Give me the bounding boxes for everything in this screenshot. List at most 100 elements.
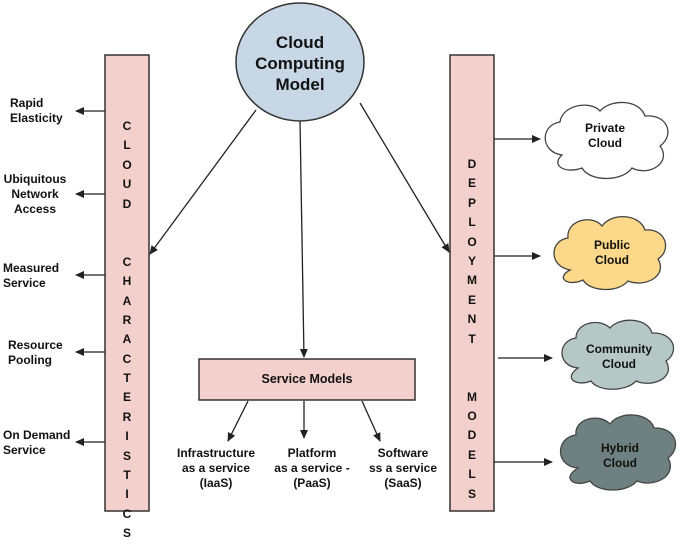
- characteristic-line: Resource: [8, 338, 63, 352]
- arrow-service-to-saas: [361, 400, 381, 442]
- deployment-line: Cloud: [603, 456, 637, 470]
- vertical-letter: E: [122, 390, 131, 405]
- service-model-iaas: Infrastructure as a service (IaaS): [168, 446, 264, 491]
- characteristic-line: Service: [3, 276, 46, 290]
- characteristic-on-demand-service: On Demand Service: [3, 428, 70, 458]
- vertical-letter: O: [467, 234, 477, 249]
- characteristic-ubiquitous-network-access: Ubiquitous Network Access: [0, 172, 70, 217]
- center-title: Cloud Computing Model: [240, 32, 360, 95]
- vertical-letter: P: [467, 195, 476, 210]
- vertical-letter: T: [123, 371, 131, 386]
- vertical-letter: O: [467, 409, 477, 424]
- center-title-line: Cloud: [275, 33, 325, 52]
- vertical-letter: I: [125, 429, 129, 444]
- vertical-letter: D: [122, 196, 132, 211]
- vertical-letter: C: [122, 351, 132, 366]
- characteristic-line: Network: [11, 187, 59, 201]
- vertical-letter: D: [467, 157, 477, 171]
- vertical-letter: [462, 368, 482, 387]
- vertical-letter: E: [467, 176, 476, 191]
- vertical-letter: R: [122, 409, 132, 424]
- vertical-letter: O: [122, 157, 132, 172]
- community-cloud-shape: [561, 319, 675, 390]
- hybrid-cloud-shape: [560, 414, 677, 491]
- arrow-center-to-service-models: [299, 119, 308, 358]
- vertical-letter: E: [467, 447, 476, 462]
- deployment-line: Public: [593, 238, 630, 252]
- service-model-line: as a service -: [274, 461, 350, 475]
- deployment-hybrid-cloud-label: Hybrid Cloud: [575, 441, 665, 471]
- vertical-letter: D: [467, 428, 477, 443]
- deployment-line: Cloud: [588, 136, 622, 150]
- characteristic-line: Ubiquitous: [3, 172, 67, 186]
- vertical-letter: [117, 214, 137, 233]
- arrow-center-to-characteristics: [149, 109, 257, 255]
- service-models-title: Service Models: [261, 372, 353, 386]
- deployment-public-cloud-label: Public Cloud: [572, 238, 652, 268]
- diagram-graphics: [75, 2, 677, 512]
- deployment-community-cloud-label: Community Cloud: [574, 342, 664, 372]
- characteristic-rapid-elasticity: Rapid Elasticity: [10, 96, 63, 126]
- cloud-characteristics-bar: [104, 54, 150, 512]
- vertical-letter: L: [123, 138, 131, 153]
- characteristic-line: Measured: [3, 261, 60, 275]
- service-models-box: [198, 358, 416, 401]
- vertical-letter: S: [122, 526, 131, 541]
- characteristic-line: Rapid: [10, 96, 44, 110]
- characteristic-line: Access: [13, 202, 57, 216]
- characteristic-line: Pooling: [8, 353, 52, 367]
- vertical-letter: T: [468, 331, 476, 346]
- deployment-line: Private: [584, 121, 626, 135]
- public-cloud-shape: [553, 216, 667, 291]
- vertical-letter: N: [467, 312, 477, 327]
- vertical-letter: M: [467, 389, 477, 404]
- service-model-line: as a service: [181, 461, 251, 475]
- deployment-private-cloud-label: Private Cloud: [565, 121, 645, 151]
- vertical-letter: M: [467, 273, 477, 288]
- cloud-computing-model-circle: [235, 2, 365, 122]
- deployment-line: Cloud: [602, 357, 636, 371]
- vertical-letter: I: [125, 487, 129, 502]
- vertical-letter: C: [122, 119, 132, 133]
- private-cloud-shape: [544, 101, 669, 180]
- center-title-line: Model: [275, 75, 325, 94]
- characteristic-measured-service: Measured Service: [3, 261, 59, 291]
- characteristic-line: Service: [3, 443, 46, 457]
- vertical-letter: L: [468, 467, 476, 482]
- service-model-line: (SaaS): [384, 476, 422, 490]
- vertical-letter: Y: [467, 253, 476, 268]
- service-model-saas: Software ss a service (SaaS): [358, 446, 448, 491]
- vertical-letter: S: [122, 448, 131, 463]
- vertical-letter: L: [468, 215, 476, 230]
- arrow-center-to-deployment: [359, 102, 450, 253]
- service-model-line: ss a service: [368, 461, 438, 475]
- vertical-letter: [462, 349, 482, 368]
- vertical-letter: T: [123, 468, 131, 483]
- characteristic-line: Elasticity: [10, 111, 63, 125]
- vertical-letter: C: [122, 254, 132, 269]
- deployment-models-bar: [449, 54, 495, 512]
- vertical-letter: A: [122, 332, 132, 347]
- characteristic-resource-pooling: Resource Pooling: [8, 338, 63, 368]
- service-model-line: Platform: [287, 446, 337, 460]
- center-title-line: Computing: [255, 54, 345, 73]
- vertical-letter: A: [122, 293, 132, 308]
- service-model-line: Software: [377, 446, 429, 460]
- vertical-letter: [117, 233, 137, 252]
- deployment-line: Cloud: [595, 253, 629, 267]
- vertical-letter: E: [467, 292, 476, 307]
- service-model-paas: Platform as a service - (PaaS): [264, 446, 360, 491]
- deployment-line: Hybrid: [600, 441, 639, 455]
- vertical-letter: S: [467, 486, 476, 501]
- vertical-letter: C: [122, 506, 132, 521]
- vertical-letter: R: [122, 312, 132, 327]
- service-model-line: (IaaS): [199, 476, 233, 490]
- arrow-service-to-iaas: [227, 400, 249, 442]
- vertical-letter: H: [122, 274, 132, 289]
- characteristic-line: On Demand: [3, 428, 71, 442]
- vertical-letter: U: [122, 177, 132, 192]
- deployment-line: Community: [586, 342, 652, 356]
